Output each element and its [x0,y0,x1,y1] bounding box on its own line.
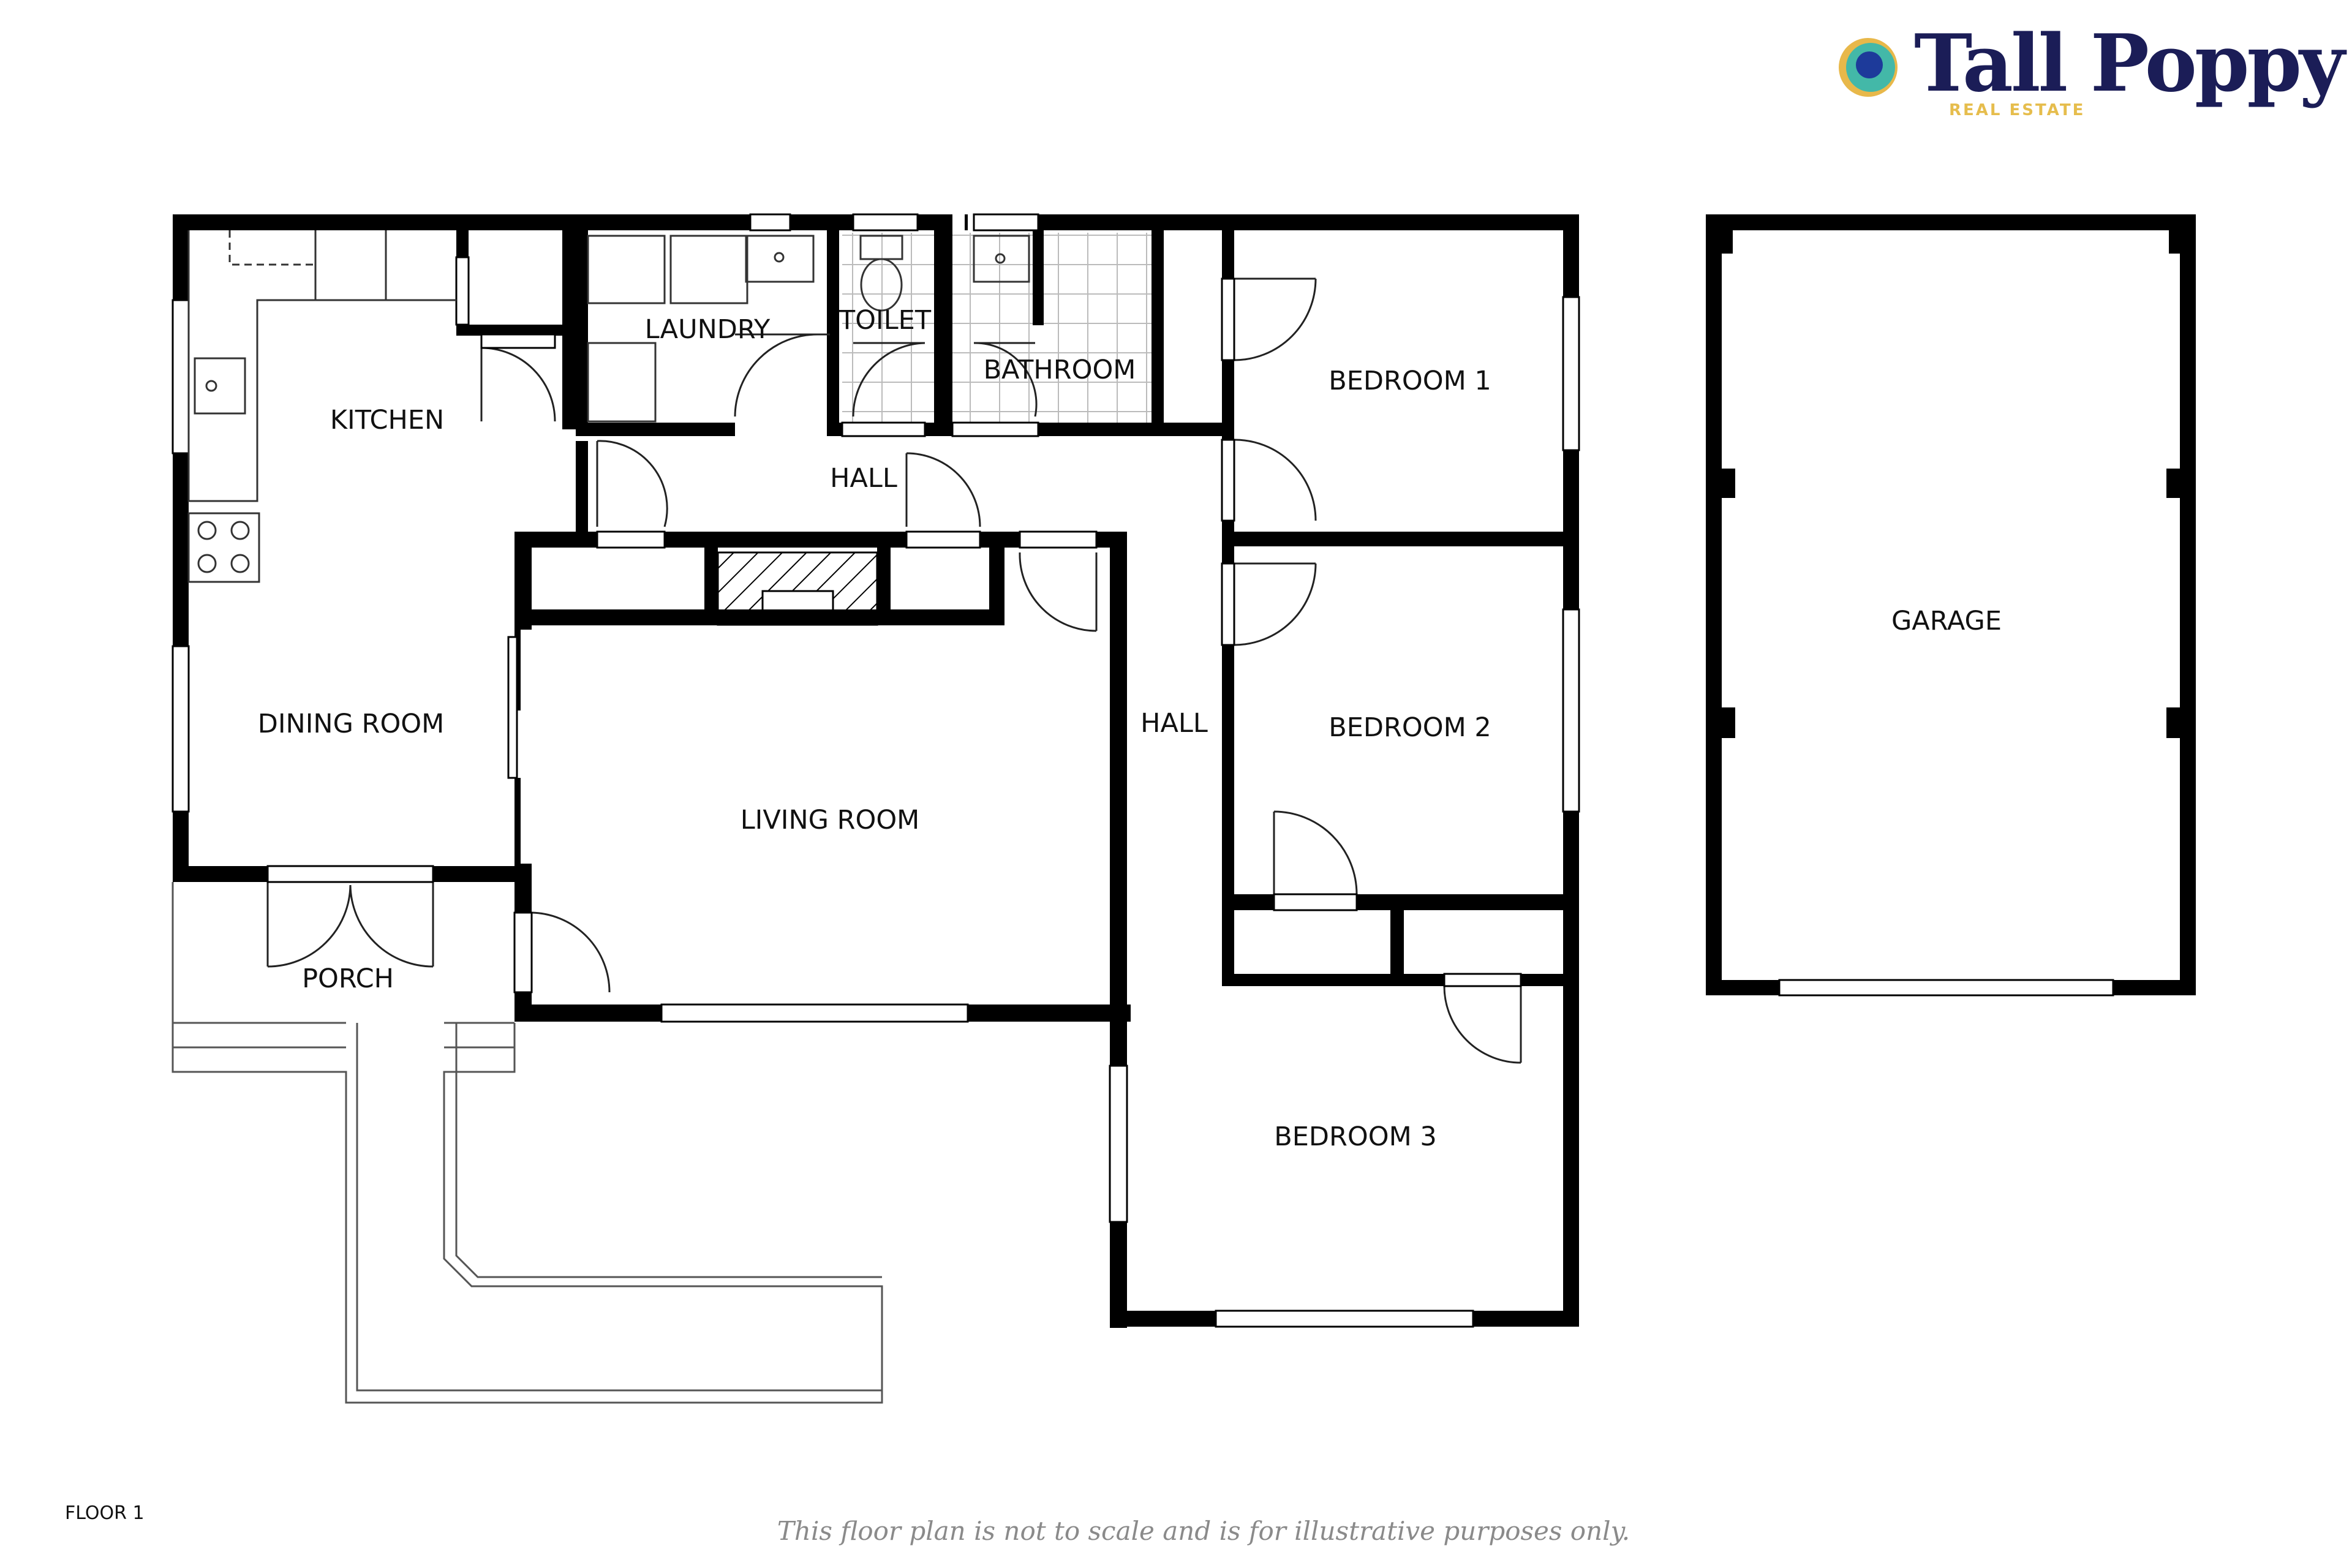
windows [172,213,2114,1328]
room-label-living-room: LIVING ROOM [741,805,920,835]
room-label-hall-side: HALL [1140,708,1208,739]
room-label-toilet: TOILET [839,305,932,336]
walls [173,214,2196,1328]
brand-logo: Tall Poppy REAL ESTATE [1838,24,2345,129]
room-label-porch: PORCH [302,963,394,994]
floor-label: FLOOR 1 [65,1502,145,1524]
decking [172,882,883,1404]
room-label-kitchen: KITCHEN [330,405,444,435]
tile-floor [842,233,1152,429]
fixtures [187,230,1030,583]
room-label-bedroom-3: BEDROOM 3 [1274,1121,1436,1152]
door-frames [266,277,1522,993]
brand-name: Tall Poppy [1914,18,2345,110]
room-label-bedroom-1: BEDROOM 1 [1329,366,1491,396]
room-label-bedroom-2: BEDROOM 2 [1329,712,1491,743]
disclaimer: This floor plan is not to scale and is f… [777,1516,1630,1546]
brand-subtitle: REAL ESTATE [1949,101,2086,119]
poppy-logo-icon [1839,38,1898,97]
room-label-garage: GARAGE [1891,606,2002,636]
room-labels: KITCHEN LAUNDRY TOILET BATHROOM BEDROOM … [258,305,2002,1152]
room-label-bathroom: BATHROOM [984,355,1136,385]
room-label-laundry: LAUNDRY [645,314,771,345]
room-label-hall-top: HALL [830,463,897,494]
room-label-dining-room: DINING ROOM [258,709,444,739]
